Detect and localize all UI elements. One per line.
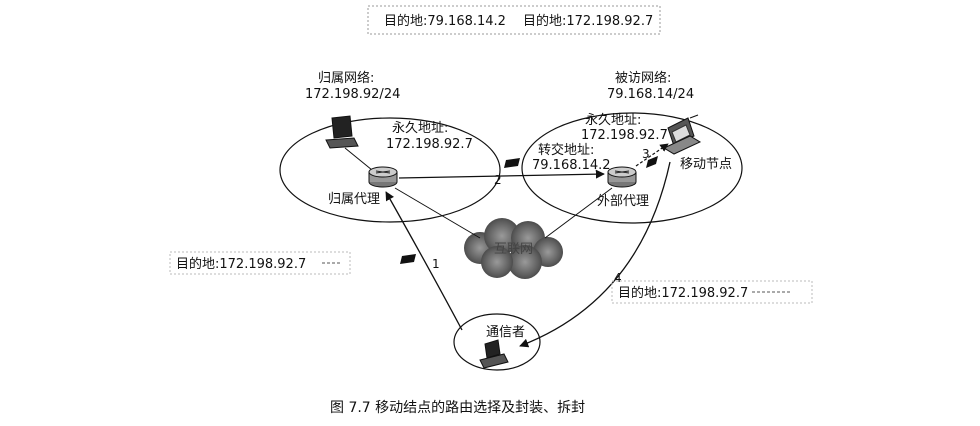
reply-arrow-4 (519, 161, 671, 348)
home-lan-link (344, 147, 373, 171)
header-packet: 目的地:79.168.14.2 目的地:172.198.92.7 (367, 5, 661, 35)
home-perm-addr: 172.198.92.7 (386, 137, 473, 152)
coa-label: 转交地址: (538, 142, 594, 158)
internet-cloud: 互联网 (464, 218, 563, 279)
step-3: 3 (642, 147, 650, 161)
home-agent-label: 归属代理 (328, 192, 380, 207)
encapsulated-packet-icon (504, 158, 520, 168)
header-dest-inner: 目的地:172.198.92.7 (523, 13, 653, 29)
step-1: 1 (432, 257, 440, 271)
tunnel-arrow-2 (398, 169, 605, 179)
figure-caption: 图 7.7 移动结点的路由选择及封装、拆封 (330, 400, 585, 416)
home-perm-addr-label: 永久地址: (392, 121, 448, 136)
mobile-node-label: 移动节点 (680, 157, 732, 172)
correspondent-label: 通信者 (486, 325, 525, 340)
visited-network-title: 被访网络: (615, 70, 671, 86)
right-dest-packet: 目的地:172.198.92.7 (611, 280, 813, 304)
step-2: 2 (494, 173, 502, 187)
visited-perm-addr-label: 永久地址: (585, 113, 641, 128)
home-network-ellipse (279, 117, 501, 223)
home-agent-router-icon (368, 166, 398, 188)
home-network-subnet: 172.198.92/24 (305, 87, 400, 102)
correspondent-computer-icon (479, 339, 509, 369)
visited-network-ellipse (521, 112, 743, 224)
foreign-agent-label: 外部代理 (597, 194, 649, 209)
home-to-internet-link (394, 187, 481, 239)
home-computer-icon (325, 115, 359, 149)
internet-label: 互联网 (494, 242, 533, 257)
coa-address: 79.168.14.2 (532, 158, 611, 173)
foreign-to-internet-link (544, 187, 613, 239)
visited-network-subnet: 79.168.14/24 (607, 87, 694, 102)
mobile-node-laptop-icon (662, 114, 702, 155)
delivery-arrow-3 (635, 143, 669, 167)
original-packet-icon (400, 254, 416, 264)
forward-arrow-1 (385, 191, 463, 331)
foreign-agent-router-icon (607, 166, 637, 188)
right-dest-label: 目的地:172.198.92.7 (618, 285, 748, 301)
visited-perm-addr: 172.198.92.7 (581, 128, 668, 143)
decapsulated-packet-icon (646, 156, 658, 168)
header-dest-outer: 目的地:79.168.14.2 (384, 13, 506, 29)
left-dest-label: 目的地:172.198.92.7 (176, 256, 306, 272)
step-4: 4 (614, 271, 622, 285)
left-dest-packet: 目的地:172.198.92.7 (169, 251, 351, 275)
home-network-title: 归属网络: (318, 70, 374, 86)
correspondent-ellipse (453, 313, 541, 371)
